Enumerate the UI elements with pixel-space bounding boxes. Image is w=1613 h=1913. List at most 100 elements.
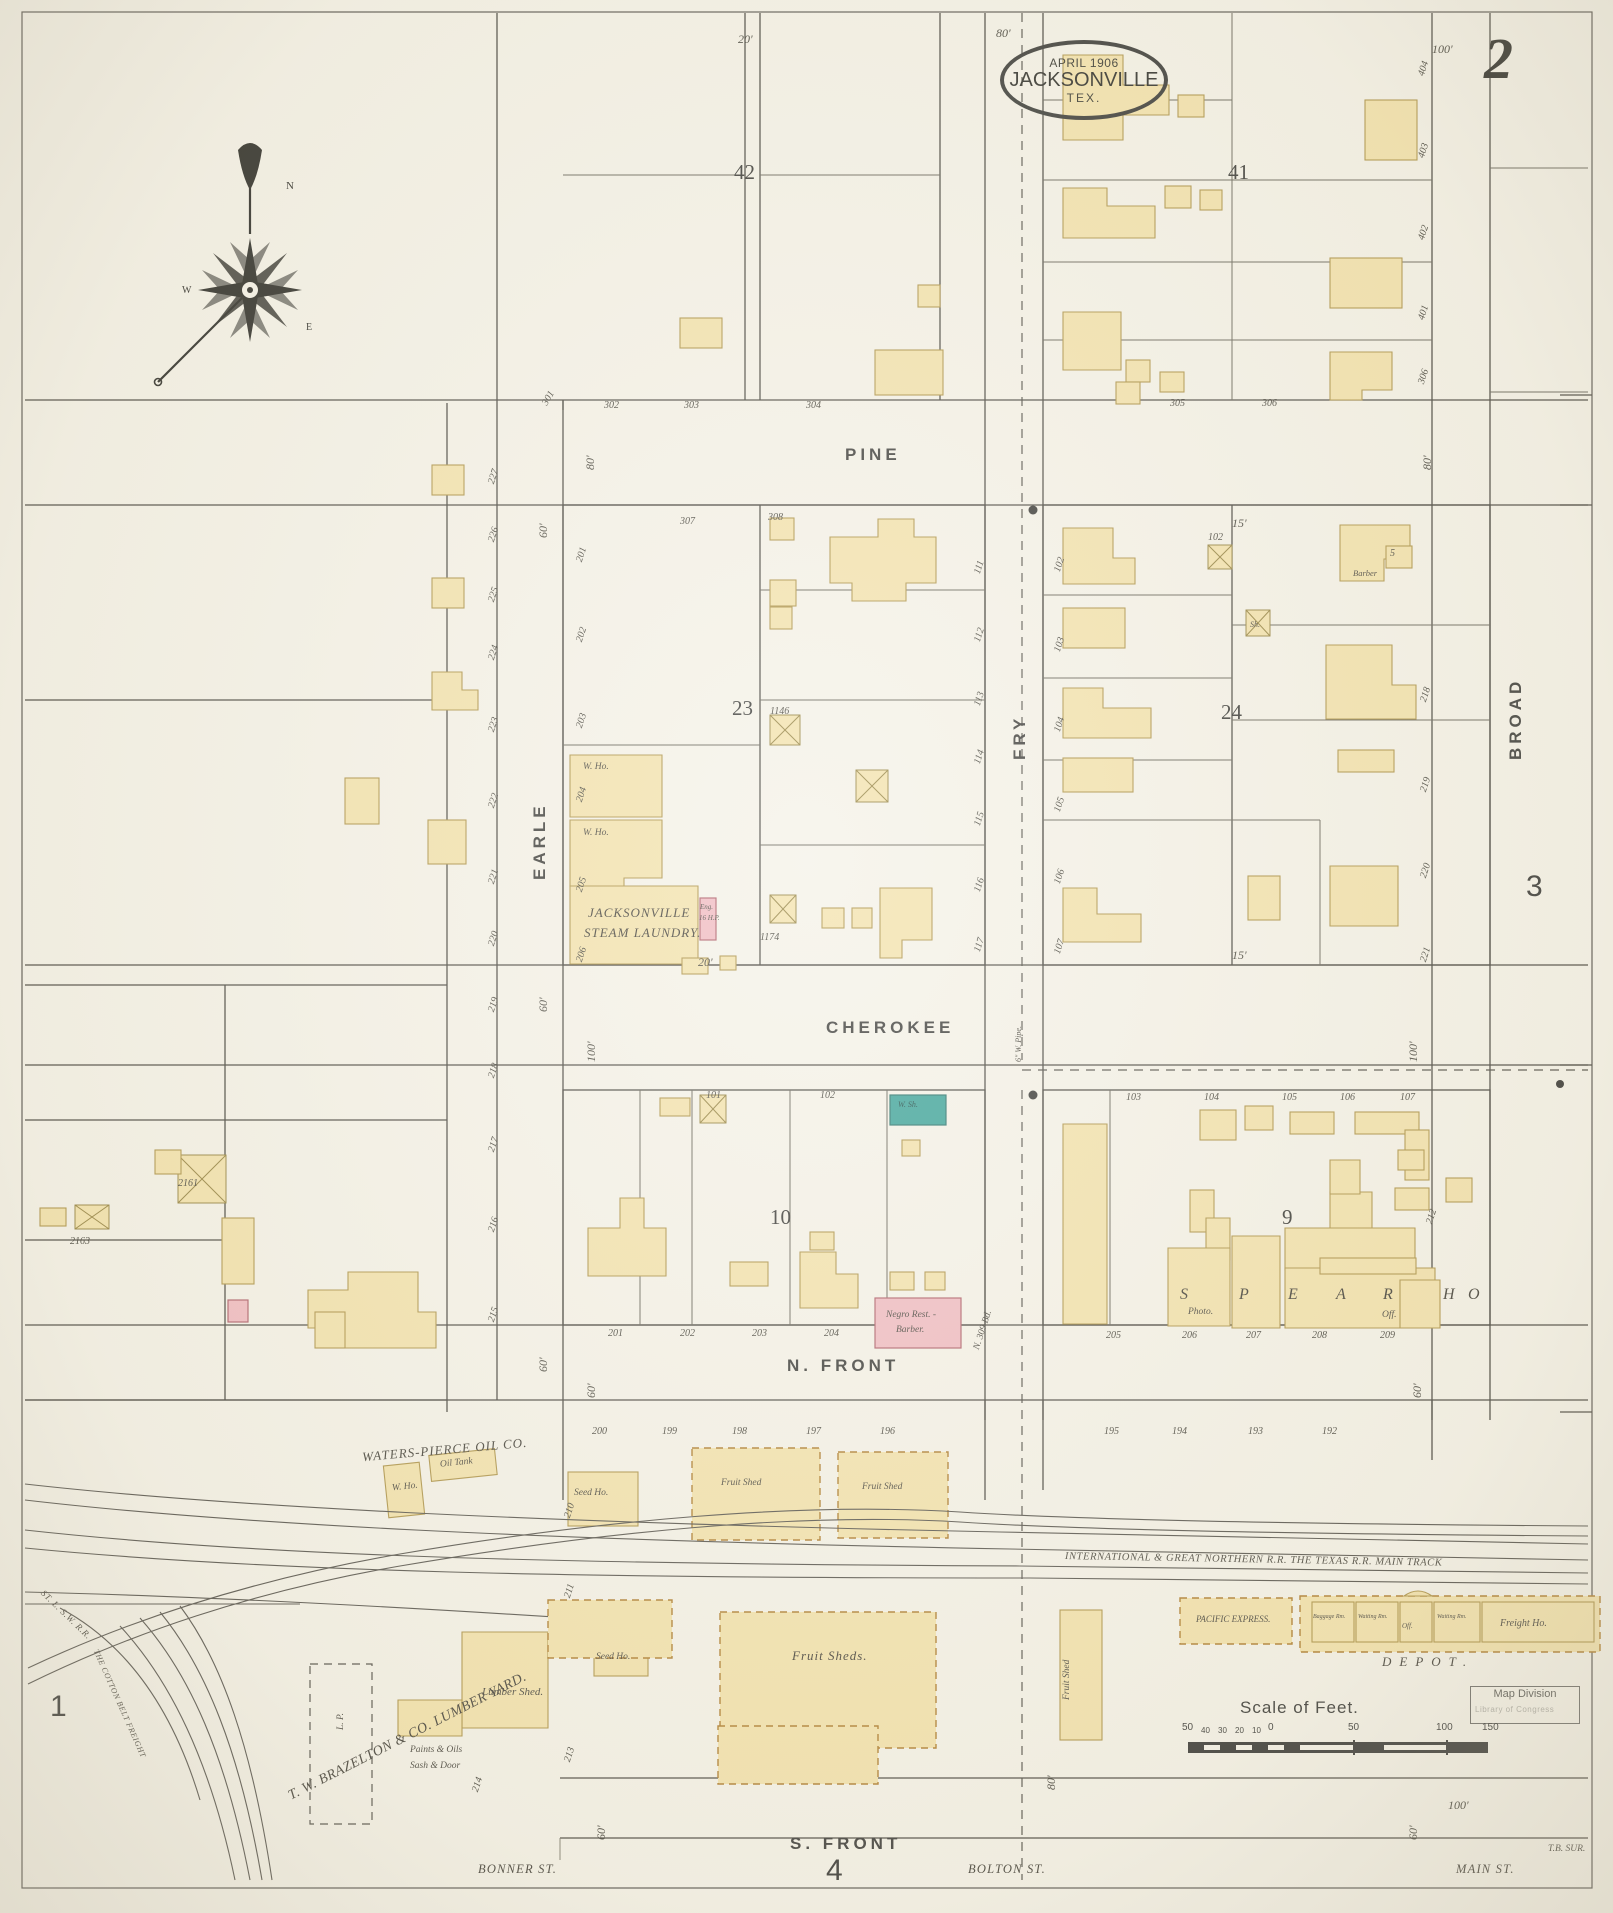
- lot-number: 2161: [178, 1178, 198, 1189]
- compass-label-e: E: [306, 322, 313, 333]
- building-label-seed-house-1: Seed Ho.: [574, 1488, 609, 1498]
- scale-tick-0: 0: [1268, 1722, 1274, 1733]
- lot-number: 307: [680, 516, 695, 527]
- building-label-pacific-express: PACIFIC EXPRESS.: [1196, 1614, 1271, 1624]
- building-label-sh: Sh.: [1250, 620, 1260, 629]
- lot-number: 207: [1246, 1330, 1261, 1341]
- street-label-s-front: S. FRONT: [790, 1834, 902, 1853]
- lot-number: 302: [604, 400, 619, 411]
- lot-number: 2163: [70, 1236, 90, 1247]
- building-label-negro-rest: Negro Rest. -: [886, 1310, 937, 1320]
- building-label-photo: Photo.: [1188, 1307, 1214, 1317]
- scale-tick-100: 100: [1436, 1722, 1453, 1733]
- dim-nfront-width-3: 60': [1410, 1383, 1424, 1398]
- lot-number: 205: [1106, 1330, 1121, 1341]
- dim-nfront-width-2: 60': [584, 1383, 598, 1398]
- lot-number: 103: [1126, 1092, 1141, 1103]
- building-label-barber: Barber.: [896, 1325, 925, 1335]
- street-label-broad: BROAD: [1506, 677, 1525, 760]
- building-label-waiting-room-1: Waiting Rm.: [1358, 1614, 1388, 1620]
- building-label-seed-house-2: Seed Ho.: [596, 1652, 631, 1662]
- building-label-lp: L. P.: [336, 1713, 346, 1730]
- lot-number: 208: [1312, 1330, 1327, 1341]
- building-label-laundry-line2: STEAM LAUNDRY.: [584, 925, 702, 940]
- scale-tick-50l: 50: [1182, 1722, 1194, 1733]
- building-label-paints-oils: Paints & Oils: [410, 1745, 463, 1755]
- building-label-spear-h: H: [1443, 1286, 1464, 1303]
- scale-caption: Scale of Feet.: [1240, 1698, 1359, 1717]
- lot-number: 200: [592, 1426, 607, 1437]
- bottom-street-main: MAIN ST.: [1456, 1862, 1515, 1876]
- lot-number: 308: [768, 512, 783, 523]
- building-label-fruit-shed-small: Fruit Shed: [1062, 1659, 1072, 1700]
- building-label-laundry-line1: JACKSONVILLE: [588, 905, 691, 920]
- lot-number: 101: [706, 1090, 721, 1101]
- lot-number: 201: [608, 1328, 623, 1339]
- lot-number: 195: [1104, 1426, 1119, 1437]
- dim-fry-15: 15': [1232, 516, 1247, 530]
- lot-number: 196: [880, 1426, 895, 1437]
- building-label-waiting-room-2: Waiting Rm.: [1437, 1614, 1467, 1620]
- street-label-fry: FRY: [1010, 714, 1029, 760]
- lot-number: 204: [824, 1328, 839, 1339]
- lot-number: 203: [752, 1328, 767, 1339]
- scale-tick-150: 150: [1482, 1722, 1499, 1733]
- scale-note-top: 100': [1432, 42, 1453, 56]
- scale-tick-40: 40: [1201, 1726, 1210, 1735]
- block-number-23: 23: [732, 696, 753, 720]
- stamp-line2: Library of Congress: [1475, 1705, 1555, 1714]
- street-label-n-front: N. FRONT: [787, 1356, 900, 1375]
- building-label-laundry-engine-1: Eng.: [700, 903, 714, 911]
- lot-number: 1174: [760, 932, 780, 943]
- building-label-laundry-engine-2: 16 H.P.: [699, 914, 720, 922]
- building-label-wsh: W. Sh.: [898, 1100, 918, 1109]
- lot-number: 198: [732, 1426, 747, 1437]
- building-label-fruit-sheds-big: Fruit Sheds.: [792, 1648, 868, 1663]
- lot-number: 5: [1390, 548, 1395, 559]
- scale-tick-30: 30: [1218, 1726, 1227, 1735]
- block-number-24: 24: [1221, 700, 1242, 724]
- corner-note: T.B. SUR.: [1548, 1844, 1586, 1854]
- lot-number: 304: [806, 400, 821, 411]
- cartouche-date: April 1906: [1049, 55, 1119, 70]
- dim-cherokee-width: 100': [584, 1041, 598, 1062]
- lot-number: 197: [806, 1426, 821, 1437]
- lot-number: 194: [1172, 1426, 1187, 1437]
- building-label-fruit-shed-2: Fruit Shed: [862, 1482, 903, 1492]
- note-water-pipe: 6" W. Pipe.: [1014, 1026, 1023, 1062]
- lot-number: 305: [1170, 398, 1185, 409]
- dim-bot-60: 60': [594, 1825, 608, 1840]
- cartouche-state: TEX.: [1066, 90, 1102, 105]
- dim-left-60: 60': [536, 997, 550, 1012]
- compass-label-w: W: [182, 285, 192, 296]
- bottom-street-bonner: BONNER ST.: [478, 1862, 558, 1876]
- lot-number: 306: [1262, 398, 1277, 409]
- building-label-depot: DEPOT.: [1382, 1654, 1475, 1669]
- lot-number: 1146: [770, 706, 790, 717]
- building-label-sash-door: Sash & Door: [410, 1761, 461, 1771]
- lot-number: 192: [1322, 1426, 1337, 1437]
- building-label-spear-o: O: [1468, 1286, 1489, 1303]
- dim-laundry: 20': [698, 955, 713, 969]
- building-label-lumber-shed: Lumber Shed.: [482, 1686, 544, 1698]
- building-label-spear-e: E: [1288, 1286, 1307, 1303]
- building-label-spear-r: R: [1383, 1286, 1402, 1303]
- sheet-page-number: 2: [1484, 26, 1513, 91]
- stamp-line1: Map Division: [1493, 1688, 1557, 1700]
- lot-number: 107: [1400, 1092, 1415, 1103]
- scale-tick-50r: 50: [1348, 1722, 1360, 1733]
- street-label-cherokee: CHEROKEE: [826, 1018, 955, 1037]
- map-division-stamp: Map Division Library of Congress: [1470, 1686, 1580, 1724]
- lot-number: 202: [680, 1328, 695, 1339]
- block-number-41: 41: [1228, 160, 1249, 184]
- building-label-spear-office: Off.: [1382, 1310, 1397, 1320]
- building-label-fruit-shed-1: Fruit Shed: [721, 1478, 762, 1488]
- dim-sfront-width: 80': [1044, 1775, 1058, 1790]
- lot-number: 303: [684, 400, 699, 411]
- street-label-earle: EARLE: [530, 802, 549, 880]
- edge-page-ref-bottom: 4: [826, 1854, 843, 1887]
- block-number-9: 9: [1282, 1205, 1293, 1229]
- edge-page-ref-right: 3: [1526, 870, 1543, 903]
